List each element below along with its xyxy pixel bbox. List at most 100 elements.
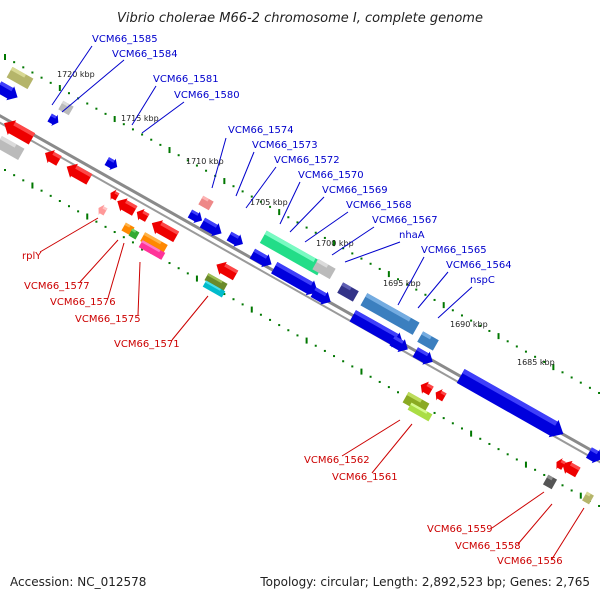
gene-label-vcm66-1567[interactable]: VCM66_1567 [372,215,438,226]
gene-label-vcm66-1580[interactable]: VCM66_1580 [174,90,240,101]
gene-label-vcm66-1581[interactable]: VCM66_1581 [153,74,219,85]
feature-box[interactable] [202,280,226,298]
feature-box[interactable] [6,66,34,90]
scale-dot [524,350,527,353]
feature-box[interactable] [542,474,558,490]
gene-arrow-forward[interactable] [585,446,600,467]
feature-shape [249,248,272,268]
feature-box[interactable] [360,293,420,335]
leader-line [171,295,209,341]
gene-label-vcm66-1565[interactable]: VCM66_1565 [421,245,487,256]
gene-arrow-forward[interactable] [46,112,61,128]
gene-arrow-forward[interactable] [310,286,335,309]
feature-shape [412,347,433,365]
gene-label-nspc[interactable]: nspC [470,275,495,286]
feature-box[interactable] [337,282,359,302]
gene-arrow-reverse[interactable] [134,206,151,223]
gene-arrow-reverse[interactable] [148,216,180,244]
scale-dot [259,313,262,316]
feature-shape [312,258,336,280]
feature-box[interactable] [582,491,594,505]
gene-label-vcm66-1556[interactable]: VCM66_1556 [497,556,563,567]
gene-arrow-reverse[interactable] [432,387,447,403]
scale-dot [314,344,317,347]
gene-label-vcm66-1569[interactable]: VCM66_1569 [322,185,388,196]
feature-highlight [314,287,327,297]
gene-label-vcm66-1561[interactable]: VCM66_1561 [332,472,398,483]
gene-label-vcm66-1568[interactable]: VCM66_1568 [346,200,412,211]
feature-box[interactable] [312,258,336,280]
gene-arrow-reverse[interactable] [213,258,240,282]
leader-line [289,196,325,233]
gene-arrow-forward[interactable] [412,346,437,369]
gene-arrow-reverse[interactable] [96,203,109,217]
gene-arrow-forward[interactable] [249,247,276,271]
feature-box[interactable] [128,228,140,240]
gene-label-vcm66-1585[interactable]: VCM66_1585 [92,34,158,45]
feature-shape [128,228,140,240]
gene-arrow-forward[interactable] [388,334,411,356]
gene-label-vcm66-1576[interactable]: VCM66_1576 [50,297,116,308]
feature-box[interactable] [402,391,430,415]
kbp-label: 1700 kbp [316,239,354,248]
gene-arrow-reverse[interactable] [558,457,581,479]
reverse-gene-labels: rplY VCM66_1577 VCM66_1576 VCM66_1575 VC… [22,251,563,567]
gene-arrow-forward[interactable] [456,367,569,442]
gene-arrow-forward[interactable] [199,216,226,240]
gene-arrow-reverse[interactable] [553,456,566,471]
feature-highlight [440,390,447,396]
feature-box[interactable] [140,232,168,254]
feature-box[interactable] [0,135,25,161]
scale-dot [241,303,244,306]
gene-label-nhaa[interactable]: nhaA [399,230,425,241]
gene-arrow-reverse[interactable] [417,379,434,397]
accession-text: Accession: NC_012578 [10,575,146,589]
scale-dot [150,138,153,141]
gene-arrow-forward[interactable] [226,230,247,250]
feature-box[interactable] [407,402,433,422]
gene-arrow-reverse[interactable] [41,147,62,168]
outer-scale-dots [4,54,600,394]
feature-box[interactable] [417,331,439,351]
gene-arrow-forward[interactable] [0,80,22,105]
feature-box[interactable] [204,273,228,291]
gene-label-vcm66-1558[interactable]: VCM66_1558 [455,541,521,552]
gene-arrow-forward[interactable] [187,208,206,226]
scale-dot [86,213,89,220]
feature-shape [337,282,359,302]
gene-arrow-reverse[interactable] [63,160,94,187]
gene-arrow-reverse[interactable] [0,116,36,147]
feature-box[interactable] [138,240,166,260]
gene-arrow-forward[interactable] [349,308,408,351]
feature-highlight [406,391,423,403]
gene-label-vcm66-1562[interactable]: VCM66_1562 [304,455,370,466]
scale-dot [378,267,381,270]
gene-arrow-reverse[interactable] [114,195,139,218]
gene-label-vcm66-1570[interactable]: VCM66_1570 [298,170,364,181]
gene-label-vcm66-1559[interactable]: VCM66_1559 [427,524,493,535]
gene-label-vcm66-1577[interactable]: VCM66_1577 [24,281,90,292]
scale-dot [598,391,600,394]
gene-arrow-reverse[interactable] [108,188,121,202]
feature-shape [259,230,325,276]
gene-label-rply[interactable]: rplY [22,251,42,262]
gene-arrow-forward[interactable] [104,155,121,172]
gene-label-vcm66-1572[interactable]: VCM66_1572 [274,155,340,166]
feature-shape [349,310,404,348]
gene-label-vcm66-1564[interactable]: VCM66_1564 [446,260,512,271]
scale-dot [369,262,372,265]
feature-box[interactable] [259,230,325,276]
gene-label-vcm66-1584[interactable]: VCM66_1584 [112,49,178,60]
feature-highlight [102,206,108,211]
gene-label-vcm66-1573[interactable]: VCM66_1573 [252,140,318,151]
scale-dot [524,461,527,468]
scale-dot [195,164,198,167]
gene-arrow-forward[interactable] [270,260,322,299]
feature-highlight [142,210,150,217]
gene-label-vcm66-1575[interactable]: VCM66_1575 [75,314,141,325]
feature-shape [4,120,36,145]
feature-highlight [50,113,57,119]
gene-label-vcm66-1574[interactable]: VCM66_1574 [228,125,294,136]
feature-box[interactable] [198,195,214,211]
gene-label-vcm66-1571[interactable]: VCM66_1571 [114,339,180,350]
